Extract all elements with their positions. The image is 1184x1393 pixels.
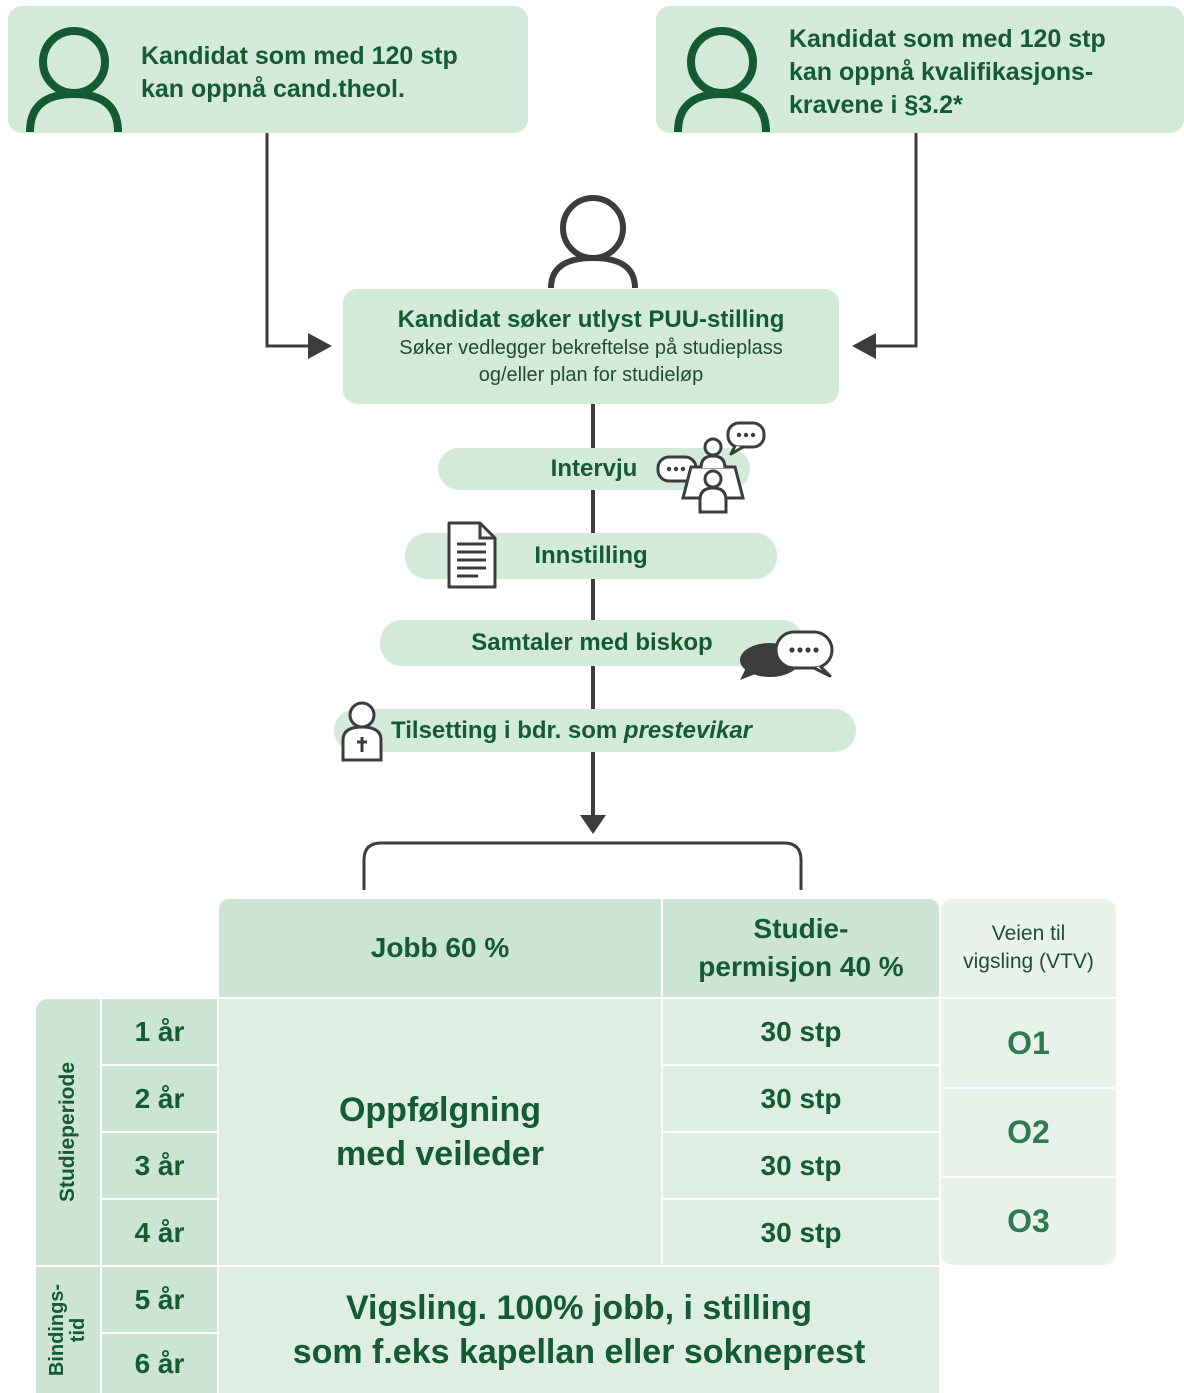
vtv-cell: O3: [941, 1178, 1116, 1265]
oppfolging-cell: Oppfølgning med veileder: [219, 999, 661, 1265]
side-bindingstid: Bindings- tid: [36, 1267, 100, 1393]
step-tilsetting: Tilsetting i bdr. som prestevikar: [334, 709, 856, 752]
vtv-cell: O2: [941, 1089, 1116, 1176]
year-cell: 4 år: [102, 1200, 217, 1265]
document-icon: [447, 521, 497, 589]
year-cell: 1 år: [102, 999, 217, 1064]
priest-icon: [341, 701, 383, 762]
stp-cell: 30 stp: [663, 1066, 939, 1131]
candidate-qualification-text: Kandidat som med 120 stp kan oppnå kvali…: [789, 25, 1106, 119]
year-cell: 5 år: [102, 1267, 217, 1332]
stp-cell: 30 stp: [663, 1200, 939, 1265]
interview-icon: [656, 421, 766, 514]
person-icon: [26, 27, 122, 133]
apply-position-subtitle: Søker vedlegger bekreftelse på studiepla…: [399, 336, 783, 386]
candidate-box-cand-theol: [8, 6, 528, 133]
apply-position-box: Kandidat søker utlyst PUU-stilling Søker…: [343, 289, 839, 404]
conversation-icon: [740, 630, 834, 680]
header-jobb: Jobb 60 %: [219, 899, 661, 997]
candidate-box-qualification: [656, 6, 1184, 133]
header-studiepermisjon: Studie- permisjon 40 %: [663, 899, 939, 997]
stp-cell: 30 stp: [663, 1133, 939, 1198]
person-icon: [674, 27, 770, 133]
year-cell: 6 år: [102, 1334, 217, 1393]
candidate-cand-theol-text: Kandidat som med 120 stp kan oppnå cand.…: [141, 42, 458, 103]
vigsling-cell: Vigsling. 100% jobb, i stilling som f.ek…: [219, 1267, 939, 1393]
header-vtv: Veien til vigsling (VTV): [941, 899, 1116, 997]
year-cell: 2 år: [102, 1066, 217, 1131]
apply-position-title: Kandidat søker utlyst PUU-stilling: [397, 305, 785, 333]
side-studieperiode: Studieperiode: [36, 999, 100, 1265]
step-samtaler-biskop: Samtaler med biskop: [380, 620, 804, 666]
year-cell: 3 år: [102, 1133, 217, 1198]
stp-cell: 30 stp: [663, 999, 939, 1064]
person-icon: [548, 195, 638, 289]
vtv-cell: O1: [941, 999, 1116, 1087]
